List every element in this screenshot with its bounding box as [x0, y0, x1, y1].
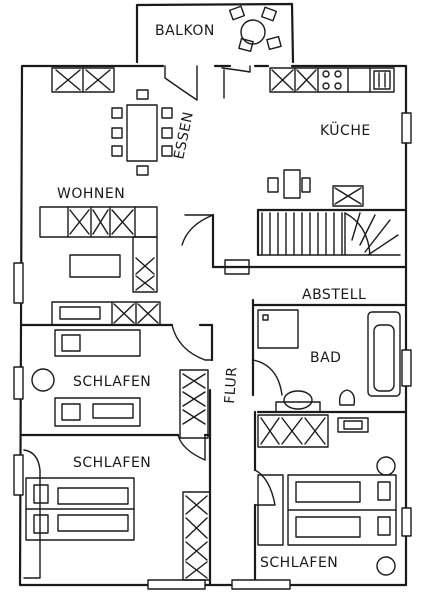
- window-bottom-left: [147, 579, 206, 590]
- bathroom-fixtures: [257, 311, 401, 448]
- windows: [13, 112, 412, 590]
- label-bad: BAD: [310, 350, 341, 366]
- window-left-lower: [13, 366, 24, 400]
- window-kitchen: [401, 112, 412, 144]
- balcony-furniture: [228, 5, 282, 53]
- bedroom-left-upper-furniture: [31, 329, 209, 439]
- doors: [164, 65, 283, 506]
- bedroom-left-lower-furniture: [23, 449, 211, 581]
- window-bath: [401, 349, 412, 387]
- room-labels: BALKON KÜCHE ESSEN WOHNEN ABSTELL BAD FL…: [57, 23, 371, 571]
- window-left-bedroom: [13, 454, 24, 496]
- label-abstell: ABSTELL: [302, 287, 366, 303]
- label-flur: FLUR: [222, 366, 241, 404]
- balcony: [135, 2, 295, 64]
- window-left-upper: [13, 262, 24, 304]
- living-furniture: [39, 67, 173, 326]
- window-bedroom-right: [401, 507, 412, 537]
- bedroom-right-furniture: [257, 456, 397, 576]
- window-bottom-right: [231, 579, 291, 590]
- label-balkon: BALKON: [155, 23, 215, 39]
- staircase: [224, 212, 401, 275]
- label-kueche: KÜCHE: [320, 121, 371, 139]
- kitchen-furniture: [267, 67, 395, 207]
- label-schlafen-right: SCHLAFEN: [260, 555, 338, 571]
- storage-room: [257, 309, 299, 349]
- label-schlafen-left-upper: SCHLAFEN: [73, 374, 151, 390]
- label-essen: ESSEN: [171, 110, 197, 161]
- label-schlafen-left-lower: SCHLAFEN: [73, 455, 151, 471]
- label-wohnen: WOHNEN: [57, 186, 125, 202]
